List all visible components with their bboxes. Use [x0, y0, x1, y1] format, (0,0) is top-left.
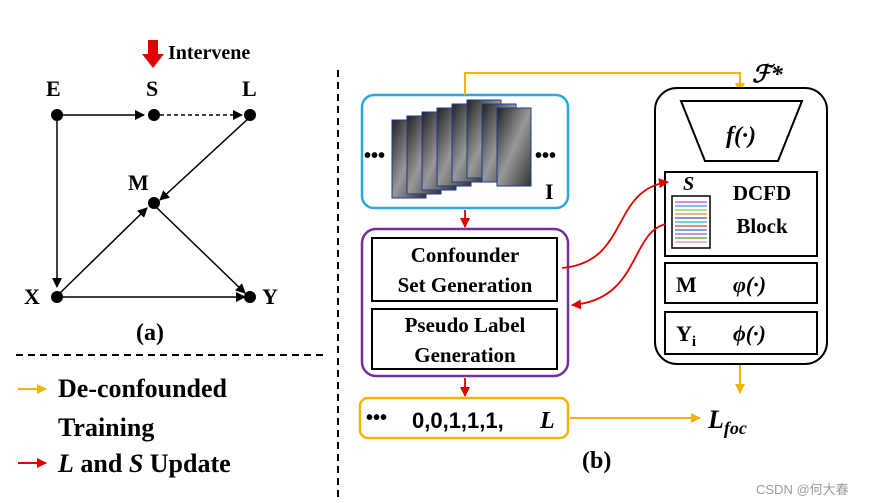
legend: De-confounded Training L and S Update [18, 374, 231, 478]
node-label-e: E [46, 76, 61, 101]
confounder-set-generation-box [371, 237, 558, 302]
output-dots: ••• [366, 407, 387, 429]
node-label-x: X [24, 284, 40, 309]
watermark: CSDN @何大春 [756, 482, 849, 497]
big-phi-label: ϕ(·) [733, 321, 766, 346]
legend-s: S [129, 449, 143, 478]
edge-x-m [58, 207, 148, 295]
legend-update: Update [143, 449, 230, 478]
node-e [51, 109, 63, 121]
panel-a: Intervene E S L M X Y (a) [24, 40, 278, 346]
node-label-y: Y [262, 284, 278, 309]
node-m [148, 197, 160, 209]
y-head-box [664, 311, 818, 355]
l-foc-label: Lfoc [707, 405, 747, 438]
node-s [148, 109, 160, 121]
s-label: S [683, 173, 694, 195]
node-y [244, 291, 256, 303]
legend-and: and [74, 449, 129, 478]
input-dots-right: ••• [535, 145, 556, 167]
y-main: Y [676, 321, 692, 346]
node-x [51, 291, 63, 303]
phi-label: φ(·) [733, 272, 766, 297]
y-label: Yi [676, 321, 696, 350]
arrow-dcfd-to-confounder [571, 223, 667, 310]
panel-a-caption: (a) [136, 320, 164, 346]
y-sub: i [692, 334, 696, 350]
node-label-s: S [146, 76, 158, 101]
confounder-set-stack-icon [671, 195, 711, 249]
node-label-m: M [128, 170, 149, 195]
dcfd-line1: DCFD [733, 181, 791, 205]
input-dots-left: ••• [364, 145, 385, 167]
confounder-line1: Confounder [411, 243, 520, 267]
legend-item-deconfounded: De-confounded [58, 374, 228, 403]
pseudo-line1: Pseudo Label [405, 313, 526, 337]
l-foc-main: L [707, 405, 724, 434]
f-star-label: ℱ* [752, 62, 784, 88]
m-label: M [676, 272, 697, 297]
panel-b: ••• ••• I Confounder Set Generation Pseu… [358, 62, 828, 474]
intervene-label: Intervene [168, 42, 250, 64]
panel-b-caption: (b) [582, 448, 611, 474]
l-foc-sub: foc [724, 418, 747, 438]
m-head-box [664, 262, 818, 304]
legend-item-training: Training [58, 413, 154, 442]
arrow-frames-to-fstar [464, 72, 745, 95]
legend-item-update: L and S Update [57, 449, 231, 478]
output-labels: 0,0,1,1,1, [412, 408, 504, 433]
pseudo-label-generation-box [371, 308, 558, 370]
pseudo-line2: Generation [414, 343, 516, 367]
legend-l: L [57, 449, 74, 478]
feature-extractor-trapezoid [679, 100, 804, 162]
node-l [244, 109, 256, 121]
confounder-line2: Set Generation [398, 273, 533, 297]
intervene-arrow-icon [142, 40, 164, 68]
output-l: L [539, 408, 555, 434]
f-label: f(·) [726, 123, 756, 149]
edge-m-y [155, 206, 246, 294]
pseudo-label-output-box [358, 396, 570, 440]
arrow-confounder-to-s [561, 178, 669, 269]
edge-l-m [159, 116, 251, 201]
video-frames-stack [391, 99, 532, 199]
dcfd-line2: Block [736, 214, 788, 238]
input-label-i: I [545, 179, 554, 204]
node-label-l: L [242, 76, 257, 101]
